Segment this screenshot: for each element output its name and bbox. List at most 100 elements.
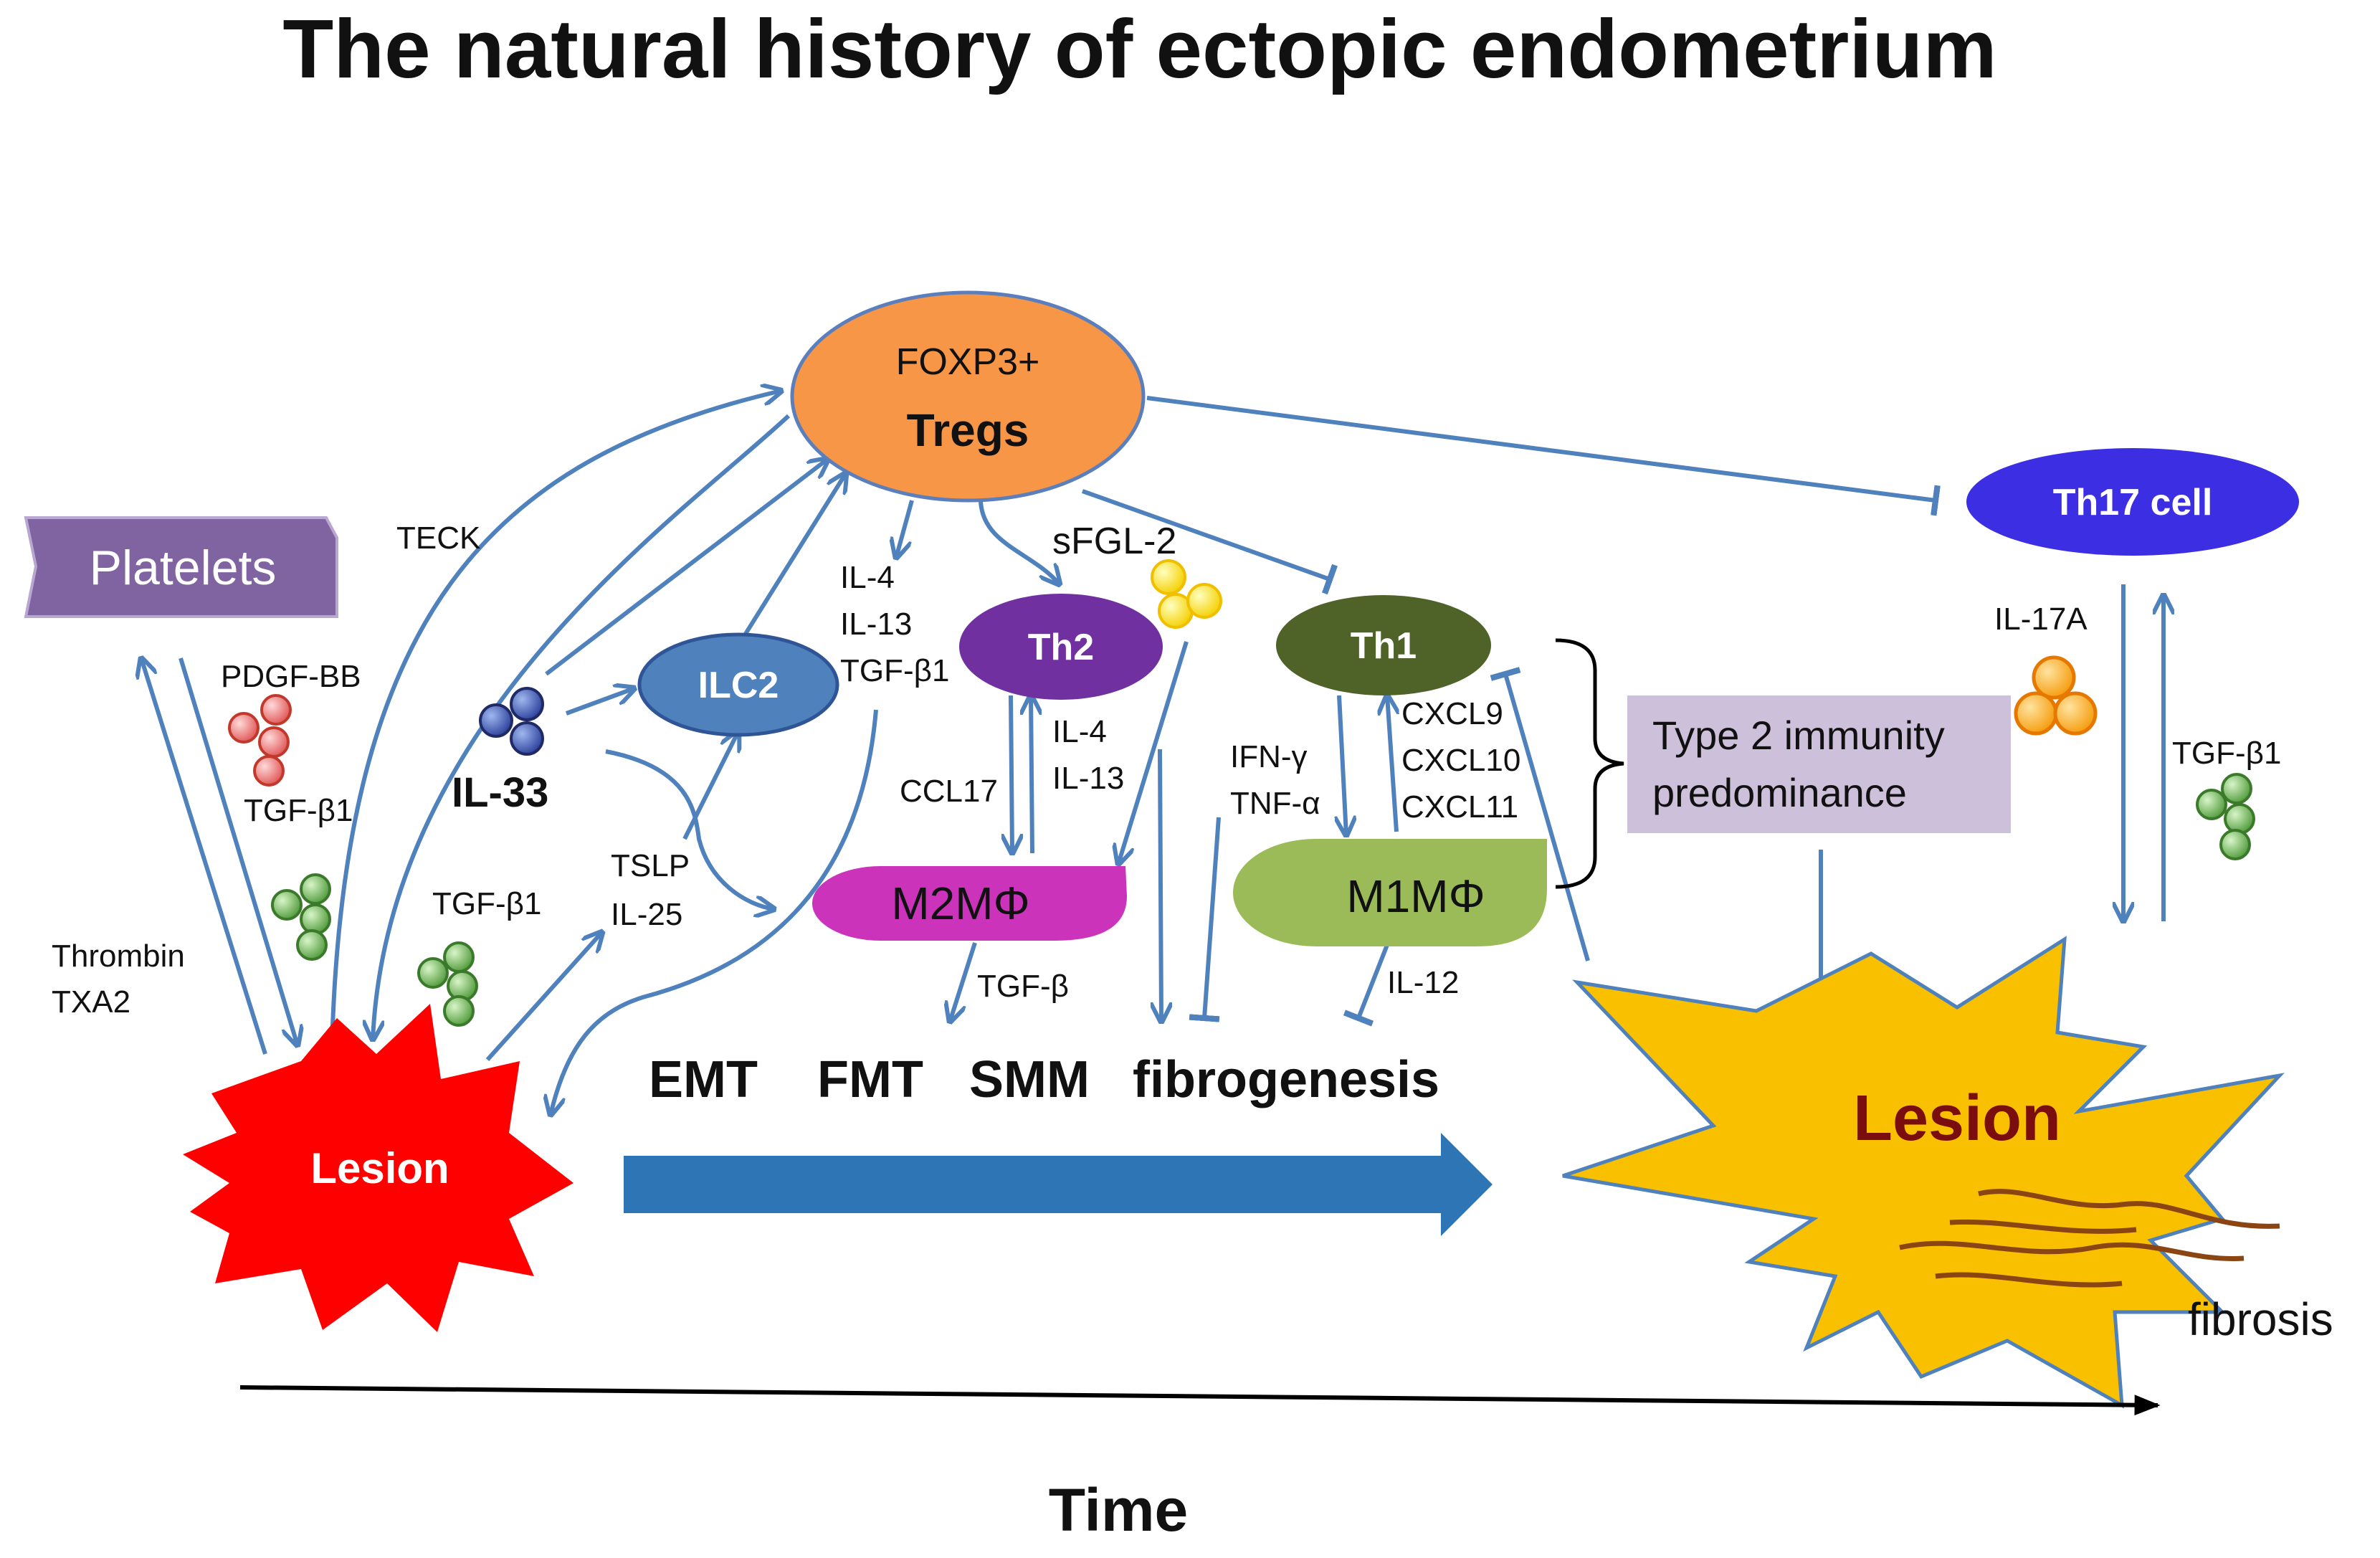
label-sfgl2: sFGL-2: [1052, 521, 1176, 562]
tgfb-cluster-icon-right: [2196, 773, 2255, 860]
label-ifng: IFN-γ: [1230, 739, 1308, 774]
arrow-m2-to-th2: [1031, 695, 1032, 854]
tregs-label-line2: Tregs: [907, 404, 1029, 456]
fibrosis-strands: [1899, 1189, 2280, 1288]
label-il33: IL-33: [452, 769, 548, 816]
progress-arrow: [624, 1133, 1493, 1236]
process-emt: EMT: [649, 1051, 758, 1108]
label-cxcl11: CXCL11: [1401, 789, 1518, 825]
label-tnfa: TNF-α: [1230, 786, 1320, 821]
th1-label: Th1: [1351, 625, 1417, 667]
label-tgfb1-right: TGF-β1: [2172, 736, 2281, 771]
m2-label: M2MΦ: [891, 878, 1029, 929]
inhibit-tregs-th1: [1081, 489, 1338, 595]
arrow-th2-to-m2: [1011, 695, 1012, 853]
arrow-lesion-to-tregs-teck: [330, 391, 781, 1048]
il33-cluster-icon: [479, 687, 544, 756]
time-label: Time: [1049, 1476, 1189, 1544]
type2-bracket: [1555, 638, 1624, 889]
process-labels: EMT FMT SMM fibrogenesis: [649, 1051, 1439, 1108]
th17-shape: [1966, 448, 2299, 556]
arrow-il33-to-ilc2: [565, 688, 634, 716]
process-fmt: FMT: [817, 1051, 923, 1108]
arrow-m1-to-th1: [1387, 695, 1396, 832]
th1-node: Th1: [1276, 595, 1491, 695]
arrow-th1-to-m1: [1339, 695, 1346, 835]
arrow-th2-to-fibrogenesis: [1160, 749, 1161, 1022]
tgfb-cluster-icon-left: [271, 873, 331, 961]
tregs-node: FOXP3+ Tregs: [790, 290, 1146, 503]
th1-shape: [1276, 595, 1491, 695]
time-axis-arrow: [239, 1385, 2161, 1416]
process-smm: SMM: [969, 1051, 1090, 1108]
arrow-tregs-to-il4: [896, 500, 914, 558]
th2-label: Th2: [1028, 627, 1094, 668]
platelets-shape: [24, 516, 338, 618]
label-cxcl10: CXCL10: [1401, 743, 1520, 778]
arrow-lesion-to-tslp: [485, 932, 602, 1062]
mediator-labels: TECK PDGF-BB TGF-β1 IL-33 Thrombin TXA2 …: [52, 521, 2333, 1345]
arrow-tregs-to-lesion: [373, 414, 791, 1040]
early-lesion-node: Lesion: [183, 1004, 573, 1332]
label-fibrosis: fibrosis: [2188, 1293, 2333, 1345]
tregs-label-line1: FOXP3+: [896, 341, 1040, 383]
label-il13-tregs: IL-13: [840, 607, 912, 642]
late-lesion-label: Lesion: [1853, 1083, 2061, 1154]
inhibit-lesion-th1: [1490, 667, 1590, 961]
ilc2-node: ILC2: [637, 632, 839, 737]
arrow-tregs-to-th2: [979, 501, 1060, 584]
platelets-label: Platelets: [90, 541, 277, 595]
arrow-sfgl2-to-m2: [1118, 641, 1189, 864]
label-ccl17: CCL17: [900, 774, 998, 809]
label-tgfb-m2: TGF-β: [977, 969, 1069, 1004]
il17a-cluster-icon: [2014, 655, 2098, 736]
type2-box-shape: [1627, 695, 2011, 833]
th17-label: Th17 cell: [2053, 482, 2213, 523]
m1-macrophage-node: M1MΦ: [1233, 839, 1547, 946]
inhibit-ifng-fibrogenesis: [1189, 817, 1221, 1022]
arrow-il33-to-tregs: [545, 459, 828, 676]
label-il4-tregs: IL-4: [840, 560, 895, 595]
process-fibrogenesis: fibrogenesis: [1133, 1051, 1439, 1108]
label-tgfb1-middle: TGF-β1: [432, 886, 541, 921]
label-tslp: TSLP: [611, 848, 690, 883]
arrow-ilc2-to-tregs: [736, 473, 846, 647]
ilc2-label: ILC2: [698, 665, 779, 706]
arrow-tregs-cytokines-to-lesion: [551, 709, 878, 1115]
m2-macrophage-node: M2MΦ: [812, 866, 1127, 941]
label-tgfb1-left: TGF-β1: [244, 793, 353, 828]
th2-shape: [959, 594, 1163, 700]
early-lesion-label: Lesion: [310, 1144, 449, 1192]
arrow-il33-to-m2: [605, 749, 774, 909]
platelets-node: Platelets: [24, 516, 338, 618]
late-lesion-node: Lesion: [1562, 936, 2285, 1409]
inhibit-tregs-th17: [1146, 396, 1941, 516]
label-il13-th2: IL-13: [1052, 761, 1124, 796]
label-tgfb1-tregs: TGF-β1: [840, 653, 949, 688]
connection-arrows: [141, 391, 2164, 1115]
tregs-shape: [790, 290, 1146, 503]
diagram-title: The natural history of ectopic endometri…: [282, 2, 1996, 95]
label-il4-th2: IL-4: [1052, 714, 1107, 749]
label-il17a: IL-17A: [1994, 602, 2088, 637]
arrow-m2-to-tgfb: [950, 942, 977, 1022]
m2-shape: [812, 866, 1127, 941]
label-il25: IL-25: [611, 897, 682, 932]
label-il12: IL-12: [1387, 965, 1459, 1000]
type2-immunity-box: Type 2 immunity predominance: [1627, 695, 2011, 833]
label-thrombin: Thrombin: [52, 939, 185, 974]
m1-label: M1MΦ: [1346, 870, 1485, 922]
th2-node: Th2: [959, 594, 1163, 700]
tgfb-cluster-icon-middle: [417, 941, 478, 1027]
type2-label-line2: predominance: [1652, 770, 1907, 815]
early-lesion-shape: [183, 1004, 573, 1332]
type2-label-line1: Type 2 immunity: [1652, 713, 1945, 758]
label-teck: TECK: [396, 521, 480, 556]
arrow-platelets-to-lesion: [178, 657, 298, 1045]
pdgf-cluster-icon: [228, 694, 292, 787]
inhibit-m1-il12: [1343, 944, 1389, 1027]
ilc2-shape: [637, 632, 839, 737]
label-cxcl9: CXCL9: [1401, 696, 1503, 731]
m1-shape: [1233, 839, 1547, 946]
